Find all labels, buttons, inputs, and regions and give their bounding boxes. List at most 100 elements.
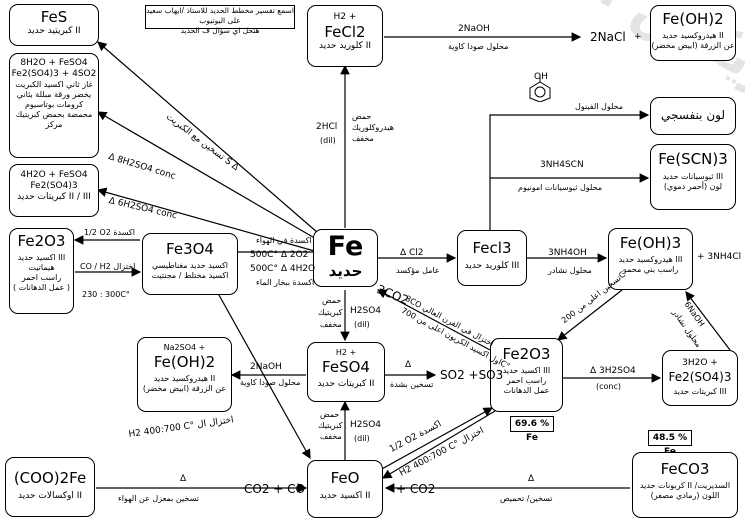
label-co3-delta: Δ: [528, 474, 535, 484]
label-t230: 230 : 300C°: [82, 290, 130, 299]
fe2o3l-formula: Fe2O3: [17, 232, 66, 250]
feso4-formula: FeSO4: [322, 358, 370, 376]
box-feoh2-mid: Na2SO4 + Fe(OH)2 هيدروكسيد حديد II عن ال…: [137, 337, 232, 412]
arrow-feo-fe2o3: [379, 407, 494, 471]
feso4-name: كبريتات حديد II: [317, 379, 375, 389]
label-cl2-b: عامل مؤكسد: [396, 266, 440, 275]
fecl3-formula: Fecl3: [472, 239, 512, 257]
fe2o3l-n2: هيماتيت: [28, 263, 55, 272]
fe3o4-n1: اكسيد حديد مغناطيسي: [151, 261, 229, 270]
feoh2m-n1: هيدروكسيد حديد II: [153, 374, 216, 383]
box-fe2o3-left: Fe2O3 اكسيد حديد III هيماتيت راسب احمر (…: [9, 228, 74, 314]
box-so2: 8H2O + FeSO4 Fe2(SO4)3 + 4SO2 غاز ثاني ا…: [9, 53, 99, 158]
box-fe3o4: Fe3O4 اكسيد حديد مغناطيسي اكسيد مختلط / …: [142, 233, 238, 295]
label-steam: اكسدة ببخار الماء: [256, 278, 315, 287]
label-nh4cl: + 3NH4Cl: [697, 252, 742, 262]
fe3o4-n2: اكسيد مختلط / مجنتيت: [151, 271, 229, 280]
pct-feco3: 48.5 % Fe: [648, 430, 692, 457]
feoh2t-formula: Fe(OH)2: [662, 10, 724, 28]
feco3-formula: FeCO3: [660, 460, 710, 478]
fecl2-name: كلوريد حديد II: [318, 41, 372, 51]
box-fecl3: Fecl3 كلوريد حديد III: [457, 230, 527, 286]
label-h2so4-feo-e: (dil): [354, 434, 370, 443]
label-nh4oh-b: محلول نشادر: [548, 266, 592, 275]
label-heat-strong: تسخين بشدة: [390, 380, 434, 389]
label-cl2: Δ Cl2: [400, 248, 424, 258]
label-h2so4-dil-c: مخفف: [320, 320, 342, 329]
fe2o3r-formula: Fe2O3: [502, 345, 551, 363]
label-naoh-top-b: محلول صودا كاوية: [448, 42, 509, 51]
label-h2so4-feo: حمض: [320, 410, 340, 419]
fe-arabic: حديد: [328, 262, 363, 280]
youtube-note: اسمع تفسير مخطط الحديد للاستاذ /ايهاب سع…: [145, 5, 295, 35]
fe2o3l-n4: ( عمل الدهانات ): [12, 283, 71, 292]
fes-formula: FeS: [40, 8, 68, 26]
fe3o4-formula: Fe3O4: [166, 240, 214, 258]
feso4-pre: H2 +: [335, 348, 357, 357]
so2-l5: كرومات بوتاسيوم: [24, 100, 84, 109]
oxalate-name: اوكسالات حديد II: [17, 491, 83, 501]
feoh3-n2: راسب بني محمر: [622, 265, 679, 274]
label-d3h2so4: Δ 3H2SO4: [590, 366, 636, 376]
label-h2so4-feo-c: مخفف: [320, 432, 342, 441]
phenol-structure: [525, 72, 555, 106]
fe2o3r-n2: راسب احمر: [506, 376, 547, 385]
feoh2m-formula: Fe(OH)2: [153, 353, 216, 371]
so2-l7: مركز: [45, 120, 63, 129]
fescn3-n2: لون (أحمر دموي): [663, 182, 723, 191]
label-nh4scn-b: محلول ثيوسيانات امونيوم: [518, 183, 603, 192]
so2-l6: محمضة بحمض كبريتيك: [15, 110, 93, 119]
label-h2so4-dil-b: كبريتيك: [318, 308, 343, 317]
fe2so43-l1: 4H2O + FeSO4: [20, 170, 88, 180]
feoh2t-n1: هيدروكسيد حديد II: [662, 31, 724, 40]
arrow-fe3o4-feo: [204, 269, 311, 460]
feoh2t-n2: عن الزرقة (ابيض مخضر): [651, 41, 735, 50]
label-ox-text: تسخين بمعزل عن الهواء: [118, 494, 199, 503]
label-h2so4-x-b: (dil): [354, 320, 370, 329]
label-plus: +: [634, 32, 642, 42]
label-co2co: CO2 + CO: [244, 482, 305, 496]
label-hcl-d: 2HCl: [316, 122, 338, 132]
oxalate-formula: (COO)2Fe: [13, 469, 87, 487]
label-nh4scn: 3NH4SCN: [540, 160, 584, 170]
label-air-ox: اكسدة في الهواء: [256, 236, 312, 245]
arrow-feoh3-fe2o3: [557, 289, 623, 341]
fe2so43-l3: كبريتات حديد II / III: [17, 192, 91, 202]
box-fecl2: H2 + FeCl2 كلوريد حديد II: [307, 5, 383, 67]
fe2so43-l2: Fe2(SO4)3: [30, 181, 78, 191]
fe-symbol: Fe: [327, 231, 364, 262]
box-feo: FeO اكسيد حديد II: [307, 460, 383, 518]
fecl2-pre: H2 +: [333, 12, 357, 22]
label-h2so4-x: H2SO4: [350, 306, 382, 316]
so2-l2: Fe2(SO4)3 + 4SO2: [11, 69, 97, 79]
so2-l3: غاز ثاني اكسيد الكبريت: [15, 80, 93, 89]
label-naoh-mid-b: محلول صودا كاوية: [240, 378, 301, 387]
box-fe2so43-right: 3H2O + Fe2(SO4)3 كبريتات حديد III: [662, 350, 738, 406]
so2-l4: يخضر ورقة مبللة بثاني: [16, 90, 92, 99]
box-feco3: FeCO3 كربونات حديد II /السديريت اللون (ر…: [632, 452, 738, 518]
label-hcl-a: حمض: [352, 112, 372, 121]
fescn3-n1: ثيوسيانات حديد III: [662, 172, 724, 181]
fe2so43r-name: كبريتات حديد III: [673, 387, 727, 396]
feo-formula: FeO: [330, 469, 360, 487]
label-naoh-top: 2NaOH: [458, 24, 490, 34]
fe2o3r-n1: اكسيد حديد III: [502, 366, 551, 375]
arrow-fe-so2: [96, 111, 319, 241]
label-h2so4-dil: حمض: [322, 296, 342, 305]
label-h2so4-feo-d: H2SO4: [350, 420, 382, 430]
label-hcl-c: مخفف: [352, 134, 374, 143]
fe2o3l-n3: راسب احمر: [21, 273, 62, 282]
feoh3-n1: هيدروكسيد حديد III: [618, 255, 683, 264]
arrow-fecl3-violet: [489, 110, 650, 230]
label-ox-delta: Δ: [180, 474, 187, 484]
box-fe2o3-right: Fe2O3 اكسيد حديد III راسب احمر عمل الدها…: [490, 338, 563, 412]
fe2so43r-formula: Fe2(SO4)3: [668, 370, 732, 384]
label-h2so4-feo-b: كبريتيك: [318, 421, 343, 430]
fescn3-formula: Fe(SCN)3: [658, 150, 728, 168]
arrow-fe2o3-feo: [381, 407, 501, 479]
feo-name: اكسيد حديد II: [319, 491, 371, 501]
label-nh4oh: 3NH4OH: [548, 248, 587, 258]
box-fe2so43-mixed: 4H2O + FeSO4 Fe2(SO4)3 كبريتات حديد II /…: [9, 164, 99, 217]
